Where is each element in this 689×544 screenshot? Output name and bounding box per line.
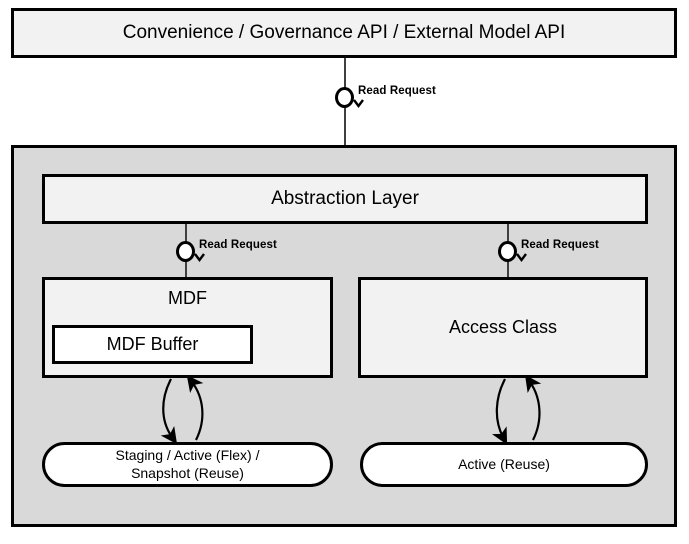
abstraction-layer-box: Abstraction Layer (42, 174, 648, 224)
connector-label-mdf-read-request: Read Request (199, 239, 277, 251)
storage-staging-active-snapshot: Staging / Active (Flex) / Snapshot (Reus… (42, 442, 333, 487)
access-class-label: Access Class (448, 317, 558, 337)
mdf-label: MDF (168, 288, 207, 308)
mdf-buffer-box: MDF Buffer (52, 325, 253, 364)
connector-label-api-read-request: Read Request (358, 85, 436, 97)
connector-label-access-class-read-request: Read Request (521, 239, 599, 251)
socket-mdf-read-request (176, 241, 195, 262)
api-layer-box: Convenience / Governance API / External … (11, 8, 677, 58)
socket-access-class-read-request (498, 241, 517, 262)
mdf-buffer-label: MDF Buffer (106, 334, 199, 354)
api-layer-label: Convenience / Governance API / External … (122, 22, 566, 43)
storage-left-line1: Staging / Active (Flex) / (115, 447, 260, 463)
socket-api-read-request (335, 87, 354, 108)
storage-left-label: Staging / Active (Flex) / Snapshot (Reus… (116, 447, 260, 482)
abstraction-layer-label: Abstraction Layer (271, 188, 419, 209)
storage-active-reuse: Active (Reuse) (360, 442, 648, 487)
storage-right-label: Active (Reuse) (458, 455, 550, 472)
chevron-down-icon-api (353, 99, 364, 108)
mdf-box: MDF MDF Buffer (42, 277, 333, 378)
storage-left-line2: Snapshot (Reuse) (131, 464, 244, 481)
access-class-box: Access Class (358, 277, 648, 378)
